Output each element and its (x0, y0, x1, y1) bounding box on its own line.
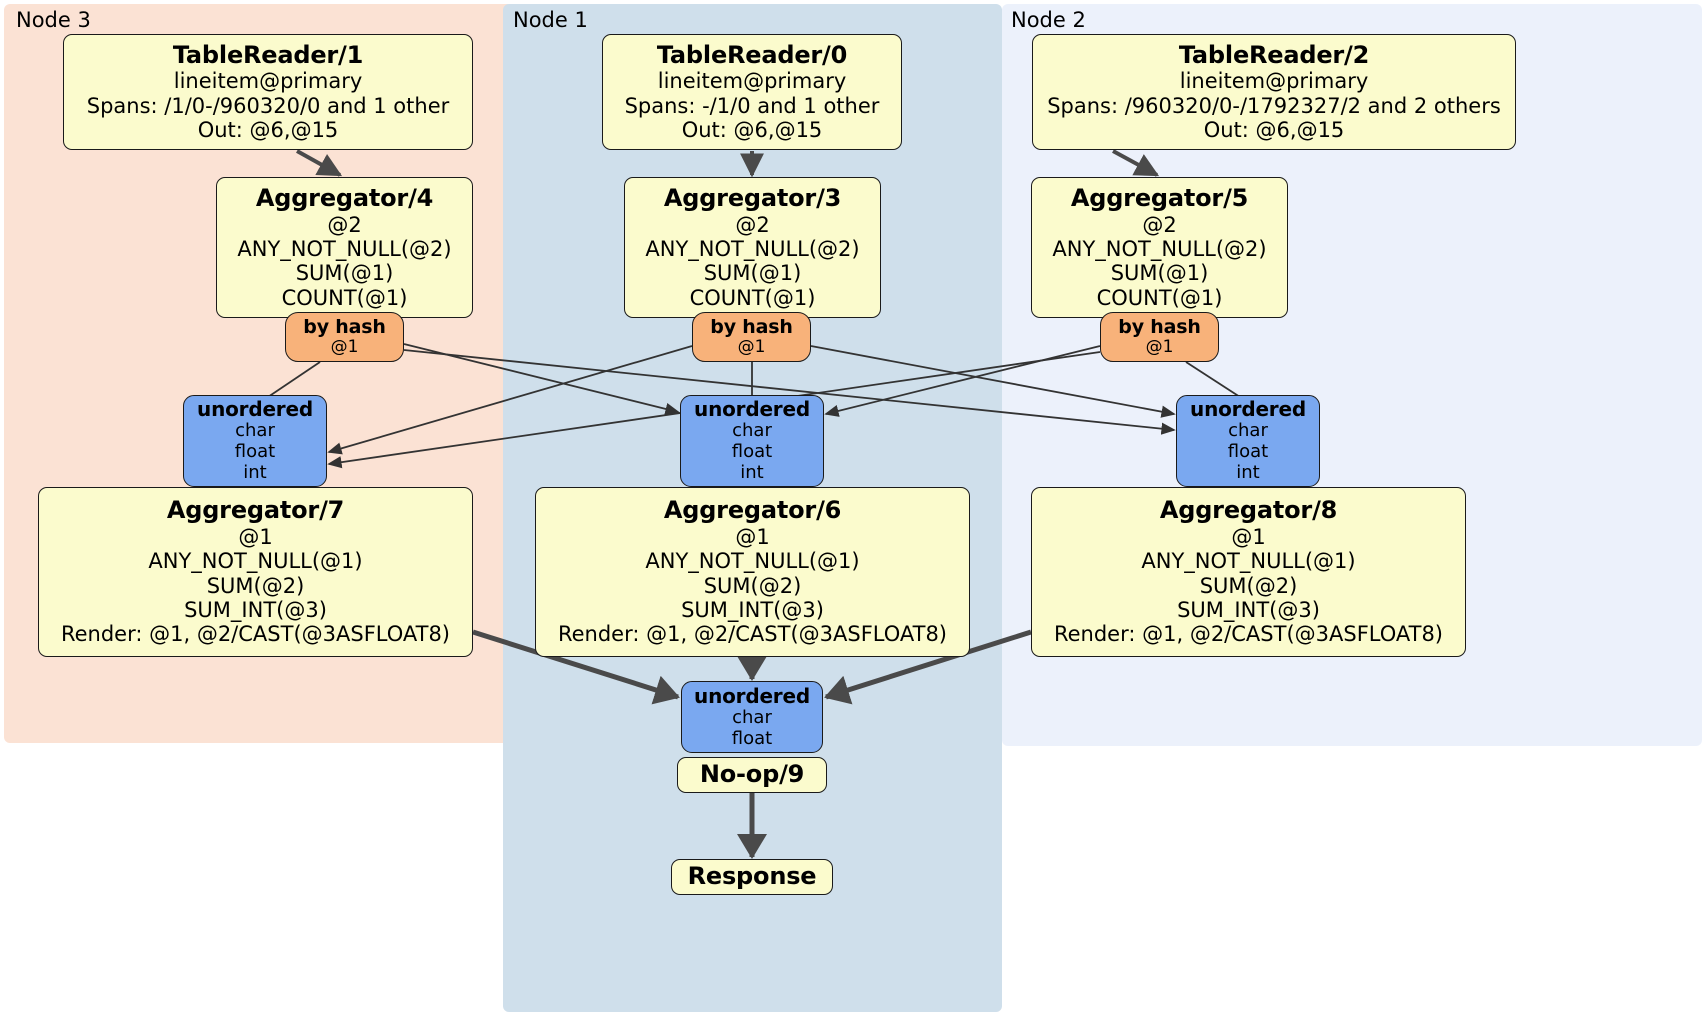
sync-title: unordered (1190, 397, 1306, 422)
node-sync-unordered-6[interactable]: unordered char float int (680, 395, 824, 487)
node-tablereader-0[interactable]: TableReader/0 lineitem@primary Spans: -/… (602, 34, 902, 150)
node-aggregator-8[interactable]: Aggregator/8 @1 ANY_NOT_NULL(@1) SUM(@2)… (1031, 487, 1466, 657)
router-detail-col: @1 (330, 337, 359, 358)
node-detail-agg1: ANY_NOT_NULL(@1) (645, 549, 860, 574)
node-detail-groupcol: @1 (1231, 525, 1266, 550)
node-detail-table: lineitem@primary (173, 69, 363, 94)
node-detail-table: lineitem@primary (1179, 69, 1369, 94)
node-detail-out: Out: @6,@15 (197, 118, 339, 143)
router-detail-col: @1 (1145, 337, 1174, 358)
cluster-label-node1: Node 1 (513, 8, 588, 32)
node-detail-spans: Spans: /960320/0-/1792327/2 and 2 others (1047, 93, 1501, 118)
node-detail-agg1: ANY_NOT_NULL(@2) (1052, 237, 1267, 262)
node-detail-agg2: SUM(@1) (295, 261, 394, 286)
sync-type-float: float (234, 441, 276, 463)
cluster-label-node2: Node 2 (1011, 8, 1086, 32)
node-detail-out: Out: @6,@15 (681, 118, 823, 143)
node-title: Response (687, 862, 817, 891)
router-title: by hash (303, 316, 386, 339)
node-detail-agg1: ANY_NOT_NULL(@2) (237, 237, 452, 262)
node-detail-groupcol: @1 (238, 525, 273, 550)
node-detail-agg2: SUM(@2) (206, 573, 305, 598)
node-title: Aggregator/7 (166, 496, 345, 525)
node-detail-agg3: SUM_INT(@3) (1177, 598, 1320, 623)
node-detail-agg1: ANY_NOT_NULL(@1) (1141, 549, 1356, 574)
cluster-label-node3: Node 3 (16, 8, 91, 32)
node-title: TableReader/0 (656, 40, 848, 69)
sync-type-float: float (731, 727, 773, 749)
sync-type-char: char (732, 706, 772, 728)
node-detail-render: Render: @1, @2/CAST(@3ASFLOAT8) (1053, 622, 1444, 647)
node-title: TableReader/1 (172, 40, 364, 69)
node-sync-unordered-7[interactable]: unordered char float int (183, 395, 327, 487)
node-detail-agg3: SUM_INT(@3) (681, 598, 824, 623)
sync-type-char: char (732, 420, 772, 442)
sync-type-float: float (1227, 441, 1269, 463)
node-tablereader-1[interactable]: TableReader/1 lineitem@primary Spans: /1… (63, 34, 473, 150)
sync-type-int: int (740, 462, 764, 484)
node-title: Aggregator/6 (663, 496, 842, 525)
node-detail-agg1: ANY_NOT_NULL(@2) (645, 237, 860, 262)
node-detail-render: Render: @1, @2/CAST(@3ASFLOAT8) (557, 622, 948, 647)
router-title: by hash (710, 316, 793, 339)
node-detail-agg2: SUM(@1) (1110, 261, 1209, 286)
node-response[interactable]: Response (671, 859, 833, 895)
sync-type-char: char (1228, 420, 1268, 442)
node-tablereader-2[interactable]: TableReader/2 lineitem@primary Spans: /9… (1032, 34, 1516, 150)
node-aggregator-5[interactable]: Aggregator/5 @2 ANY_NOT_NULL(@2) SUM(@1)… (1031, 177, 1288, 318)
node-detail-agg2: SUM(@2) (1199, 573, 1298, 598)
node-aggregator-3[interactable]: Aggregator/3 @2 ANY_NOT_NULL(@2) SUM(@1)… (624, 177, 881, 318)
node-title: Aggregator/4 (255, 183, 434, 212)
node-aggregator-7[interactable]: Aggregator/7 @1 ANY_NOT_NULL(@1) SUM(@2)… (38, 487, 473, 657)
node-aggregator-4[interactable]: Aggregator/4 @2 ANY_NOT_NULL(@2) SUM(@1)… (216, 177, 473, 318)
node-router-by-hash-4[interactable]: by hash @1 (285, 312, 404, 362)
node-detail-groupcol: @2 (735, 212, 770, 237)
node-aggregator-6[interactable]: Aggregator/6 @1 ANY_NOT_NULL(@1) SUM(@2)… (535, 487, 970, 657)
node-detail-groupcol: @1 (735, 525, 770, 550)
sync-type-char: char (235, 420, 275, 442)
node-sync-unordered-final[interactable]: unordered char float (681, 681, 823, 753)
sync-type-float: float (731, 441, 773, 463)
node-detail-render: Render: @1, @2/CAST(@3ASFLOAT8) (60, 622, 451, 647)
node-detail-agg2: SUM(@2) (703, 573, 802, 598)
sync-title: unordered (694, 397, 810, 422)
sync-type-int: int (1236, 462, 1260, 484)
node-router-by-hash-3[interactable]: by hash @1 (692, 312, 811, 362)
node-detail-spans: Spans: -/1/0 and 1 other (624, 93, 880, 118)
node-detail-agg3: COUNT(@1) (281, 285, 408, 310)
node-title: Aggregator/8 (1159, 496, 1338, 525)
node-detail-agg3: COUNT(@1) (689, 285, 816, 310)
node-router-by-hash-5[interactable]: by hash @1 (1100, 312, 1219, 362)
node-detail-agg3: SUM_INT(@3) (184, 598, 327, 623)
node-detail-groupcol: @2 (327, 212, 362, 237)
sync-type-int: int (243, 462, 267, 484)
node-title: No-op/9 (699, 760, 805, 789)
router-title: by hash (1118, 316, 1201, 339)
node-title: Aggregator/3 (663, 183, 842, 212)
node-detail-agg1: ANY_NOT_NULL(@1) (148, 549, 363, 574)
node-title: TableReader/2 (1178, 40, 1370, 69)
node-detail-table: lineitem@primary (657, 69, 847, 94)
node-no-op-9[interactable]: No-op/9 (677, 757, 827, 793)
node-detail-agg3: COUNT(@1) (1096, 285, 1223, 310)
node-sync-unordered-8[interactable]: unordered char float int (1176, 395, 1320, 487)
node-detail-out: Out: @6,@15 (1203, 118, 1345, 143)
node-detail-spans: Spans: /1/0-/960320/0 and 1 other (86, 93, 450, 118)
node-detail-groupcol: @2 (1142, 212, 1177, 237)
node-title: Aggregator/5 (1070, 183, 1249, 212)
sync-title: unordered (694, 683, 810, 708)
node-detail-agg2: SUM(@1) (703, 261, 802, 286)
sync-title: unordered (197, 397, 313, 422)
router-detail-col: @1 (737, 337, 766, 358)
